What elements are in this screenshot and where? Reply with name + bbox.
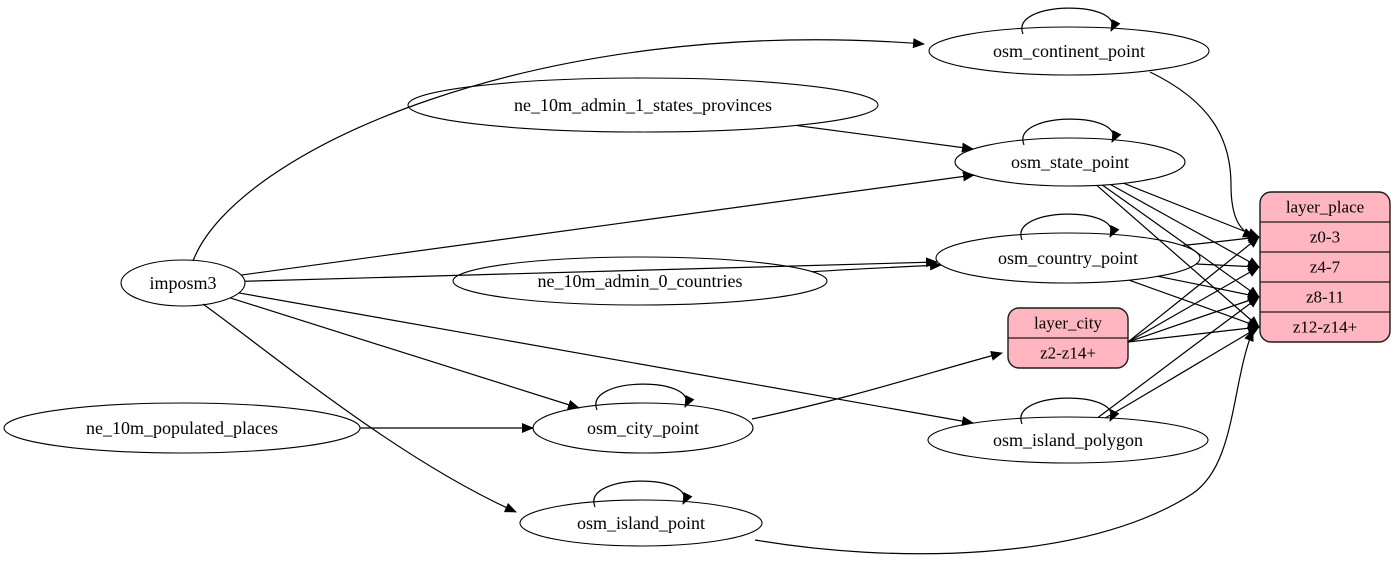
edge-imposm3-to-osm_state_point xyxy=(241,171,975,276)
node-osm_island_point xyxy=(519,499,763,547)
node-label-osm_island_point: osm_island_point xyxy=(577,513,705,533)
edge-layer_city-to-layer_place-z4-7 xyxy=(1127,266,1260,343)
edge-imposm3-to-osm_country_point xyxy=(244,257,938,282)
edge-imposm3-to-osm_island_polygon xyxy=(238,292,974,427)
node-label-osm_state_point: osm_state_point xyxy=(1011,152,1129,172)
edge-osm_island_polygon-to-layer_place-z8-11 xyxy=(1097,296,1260,419)
node-ne_10m_admin_0_countries xyxy=(452,256,828,306)
record-row-label-layer_place-4: z12-z14+ xyxy=(1293,318,1357,337)
edge-osm_state_point-to-layer_place-z4-7 xyxy=(1110,183,1260,268)
node-label-imposm3: imposm3 xyxy=(149,273,216,293)
edge-imposm3-to-osm_island_point xyxy=(202,303,517,513)
node-label-ne_10m_populated_places: ne_10m_populated_places xyxy=(86,418,278,438)
record-row-label-layer_city-0: layer_city xyxy=(1034,314,1102,333)
edge-osm_city_point-to-layer_city-z2-z14+ xyxy=(751,350,1003,420)
node-label-osm_island_polygon: osm_island_polygon xyxy=(993,430,1143,450)
edge-imposm3-to-osm_city_point xyxy=(230,297,580,410)
record-row-label-layer_place-3: z8-11 xyxy=(1306,288,1344,307)
node-label-ne_10m_admin_0_countries: ne_10m_admin_0_countries xyxy=(538,271,743,291)
labels-layer: imposm3 ne_10m_populated_places ne_10m_adm… xyxy=(86,41,1364,533)
node-label-osm_city_point: osm_city_point xyxy=(587,418,699,438)
edge-osm_state_point-to-layer_place-z8-11 xyxy=(1101,184,1260,298)
edge-layer_city-to-layer_place-z12-z14+ xyxy=(1127,323,1260,343)
edges-layer xyxy=(192,7,1260,555)
node-label-ne_10m_admin_1_states_provinces: ne_10m_admin_1_states_provinces xyxy=(514,95,772,115)
edge-ne_10m_admin_0_countries-to-osm_country_point xyxy=(812,260,942,273)
node-ne_10m_admin_1_states_provinces xyxy=(407,77,879,133)
edge-osm_state_point-to-layer_place-z0-3 xyxy=(1123,182,1260,238)
record-row-label-layer_place-0: layer_place xyxy=(1286,198,1364,217)
edge-osm_country_point-to-layer_place-z0-3 xyxy=(1182,233,1260,247)
node-label-osm_continent_point: osm_continent_point xyxy=(993,41,1145,61)
record-row-label-layer_place-2: z4-7 xyxy=(1310,258,1341,277)
edge-osm_island_polygon-to-layer_place-z12-z14+ xyxy=(1105,326,1260,419)
node-imposm3 xyxy=(120,259,246,307)
node-osm_continent_point xyxy=(928,26,1210,76)
self-loop-osm_city_point xyxy=(595,383,695,411)
edge-osm_state_point-to-layer_place-z12-z14+ xyxy=(1096,184,1260,328)
self-loop-osm_island_polygon xyxy=(1020,397,1120,425)
self-loop-osm_country_point xyxy=(1020,213,1120,241)
record-row-label-layer_city-1: z2-z14+ xyxy=(1040,344,1096,363)
edge-osm_country_point-to-layer_place-z4-7 xyxy=(1196,261,1260,272)
edge-imposm3-to-osm_continent_point xyxy=(192,38,925,262)
node-osm_state_point xyxy=(954,137,1186,187)
self-loop-osm_island_point xyxy=(593,480,693,508)
node-label-osm_country_point: osm_country_point xyxy=(998,248,1138,268)
node-layer_place xyxy=(1259,191,1391,343)
edge-ne_10m_admin_1_states_provinces-to-osm_state_point xyxy=(796,124,974,153)
self-loop-osm_state_point xyxy=(1022,118,1122,146)
edge-layer_city-to-layer_place-z8-11 xyxy=(1127,295,1260,343)
record-row-label-layer_place-1: z0-3 xyxy=(1310,228,1340,247)
edge-osm_island_point-to-layer_place-z12-z14+ xyxy=(754,329,1254,555)
edge-layer_city-to-layer_place-z0-3 xyxy=(1127,236,1260,343)
edge-osm_continent_point-to-layer_place-z0-3 xyxy=(1149,71,1255,238)
node-osm_island_polygon xyxy=(927,416,1209,464)
self-loop-osm_continent_point xyxy=(1021,7,1121,35)
